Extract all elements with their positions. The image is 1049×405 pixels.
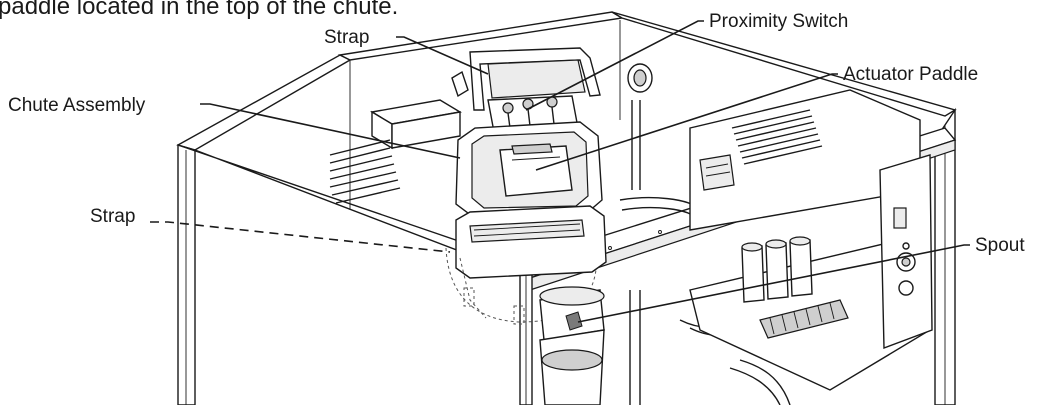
- callout-strap-top: Strap: [324, 27, 489, 75]
- callout-strap-side: Strap: [90, 206, 451, 253]
- evaporator-cover: [370, 99, 462, 150]
- callout-chute-assembly: Chute Assembly: [8, 95, 461, 159]
- callout-actuator-paddle: Actuator Paddle: [535, 64, 978, 171]
- label-chute-assembly: Chute Assembly: [8, 95, 146, 116]
- louver-vent-left: [329, 139, 401, 204]
- control-box: [689, 89, 933, 391]
- label-proximity-switch: Proximity Switch: [709, 11, 848, 32]
- label-strap-top: Strap: [324, 27, 369, 48]
- rear-fitting: [451, 63, 653, 98]
- callout-proximity-switch: Proximity Switch: [525, 11, 848, 111]
- capacitors: [741, 236, 813, 303]
- label-strap-side: Strap: [90, 206, 135, 227]
- label-actuator-paddle: Actuator Paddle: [843, 64, 978, 85]
- callout-spout: Spout: [577, 235, 1025, 323]
- label-spout: Spout: [975, 235, 1025, 256]
- chute-assembly: [445, 47, 607, 405]
- caption-text: paddle located in the top of the chute.: [0, 0, 398, 20]
